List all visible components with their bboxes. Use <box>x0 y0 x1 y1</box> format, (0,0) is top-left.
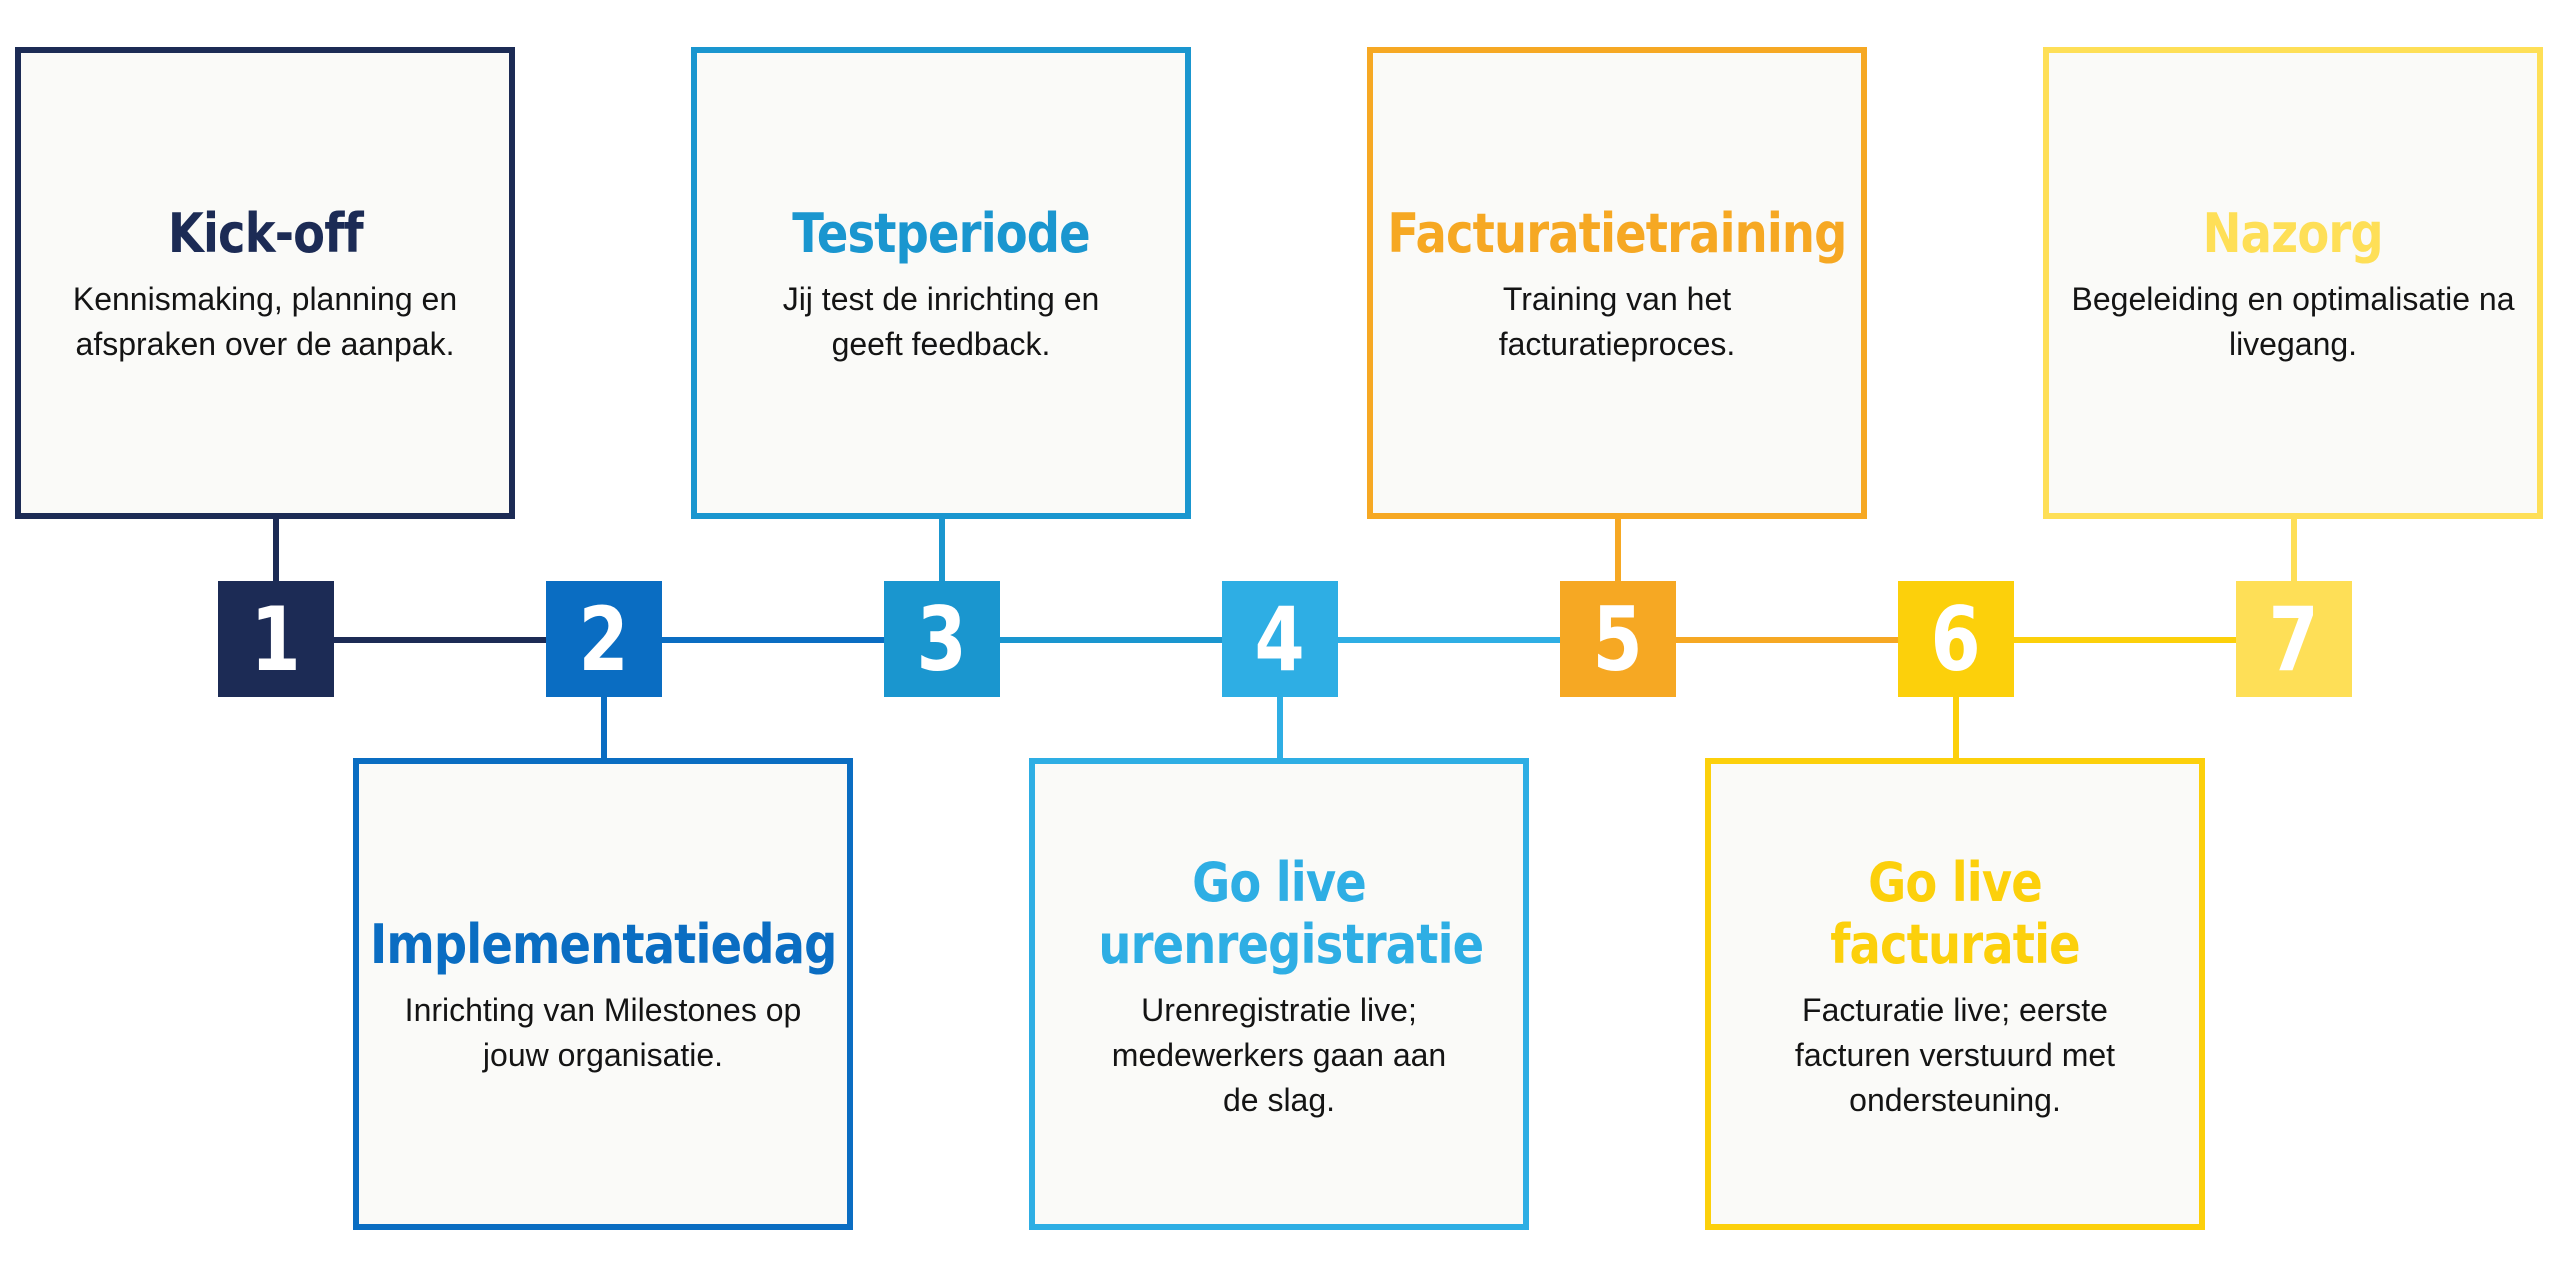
timeline-segment-5-6 <box>1674 637 1900 643</box>
step-number-badge-3: 3 <box>884 581 1000 697</box>
step-number: 1 <box>250 587 302 691</box>
step-number: 6 <box>1930 587 1982 691</box>
step-number: 2 <box>578 587 630 691</box>
step-number-badge-6: 6 <box>1898 581 2014 697</box>
connector-3 <box>939 519 945 583</box>
step-number: 3 <box>916 587 968 691</box>
step-box-3: Testperiode Jij test de inrichting en ge… <box>691 47 1191 519</box>
step-box-7: Nazorg Begeleiding en optimalisatie na l… <box>2043 47 2543 519</box>
step-box-1: Kick-off Kennismaking, planning en afspr… <box>15 47 515 519</box>
timeline-segment-2-3 <box>660 637 886 643</box>
step-title: Testperiode <box>792 202 1090 265</box>
step-title: Go live facturatie <box>1830 851 2080 976</box>
connector-1 <box>273 519 279 583</box>
timeline-segment-3-4 <box>998 637 1224 643</box>
step-title: Implementatiedag <box>369 913 837 976</box>
connector-4 <box>1277 695 1283 760</box>
step-number-badge-7: 7 <box>2236 581 2352 697</box>
connector-7 <box>2291 519 2297 583</box>
step-number-badge-1: 1 <box>218 581 334 697</box>
step-description: Begeleiding en optimalisatie na livegang… <box>2071 281 2515 362</box>
step-number: 5 <box>1592 587 1644 691</box>
step-number-badge-4: 4 <box>1222 581 1338 697</box>
step-description: Inrichting van Milestones op jouw organi… <box>404 992 802 1073</box>
connector-6 <box>1953 695 1959 760</box>
step-title: Nazorg <box>2202 202 2384 265</box>
connector-2 <box>601 695 607 760</box>
timeline-segment-6-7 <box>2012 637 2238 643</box>
step-title: Kick-off <box>167 202 363 265</box>
timeline-segment-4-5 <box>1336 637 1562 643</box>
step-title: Facturatietraining <box>1387 202 1847 265</box>
step-number-badge-2: 2 <box>546 581 662 697</box>
step-box-2: Implementatiedag Inrichting van Mileston… <box>353 758 853 1230</box>
step-description: Jij test de inrichting en geeft feedback… <box>782 281 1100 362</box>
step-box-4: Go live urenregistratie Urenregistratie … <box>1029 758 1529 1230</box>
step-description: Facturatie live; eerste facturen verstuu… <box>1794 992 2116 1118</box>
step-title: Go live urenregistratie <box>1098 851 1484 976</box>
step-description: Training van het facturatieproces. <box>1498 281 1736 362</box>
timeline-segment-1-2 <box>334 637 548 643</box>
step-description: Urenregistratie live; medewerkers gaan a… <box>1111 992 1447 1118</box>
step-box-6: Go live facturatie Facturatie live; eers… <box>1705 758 2205 1230</box>
step-number: 4 <box>1254 587 1306 691</box>
step-box-5: Facturatietraining Training van het fact… <box>1367 47 1867 519</box>
step-number: 7 <box>2268 587 2320 691</box>
connector-5 <box>1615 519 1621 583</box>
step-description: Kennismaking, planning en afspraken over… <box>72 281 458 362</box>
step-number-badge-5: 5 <box>1560 581 1676 697</box>
